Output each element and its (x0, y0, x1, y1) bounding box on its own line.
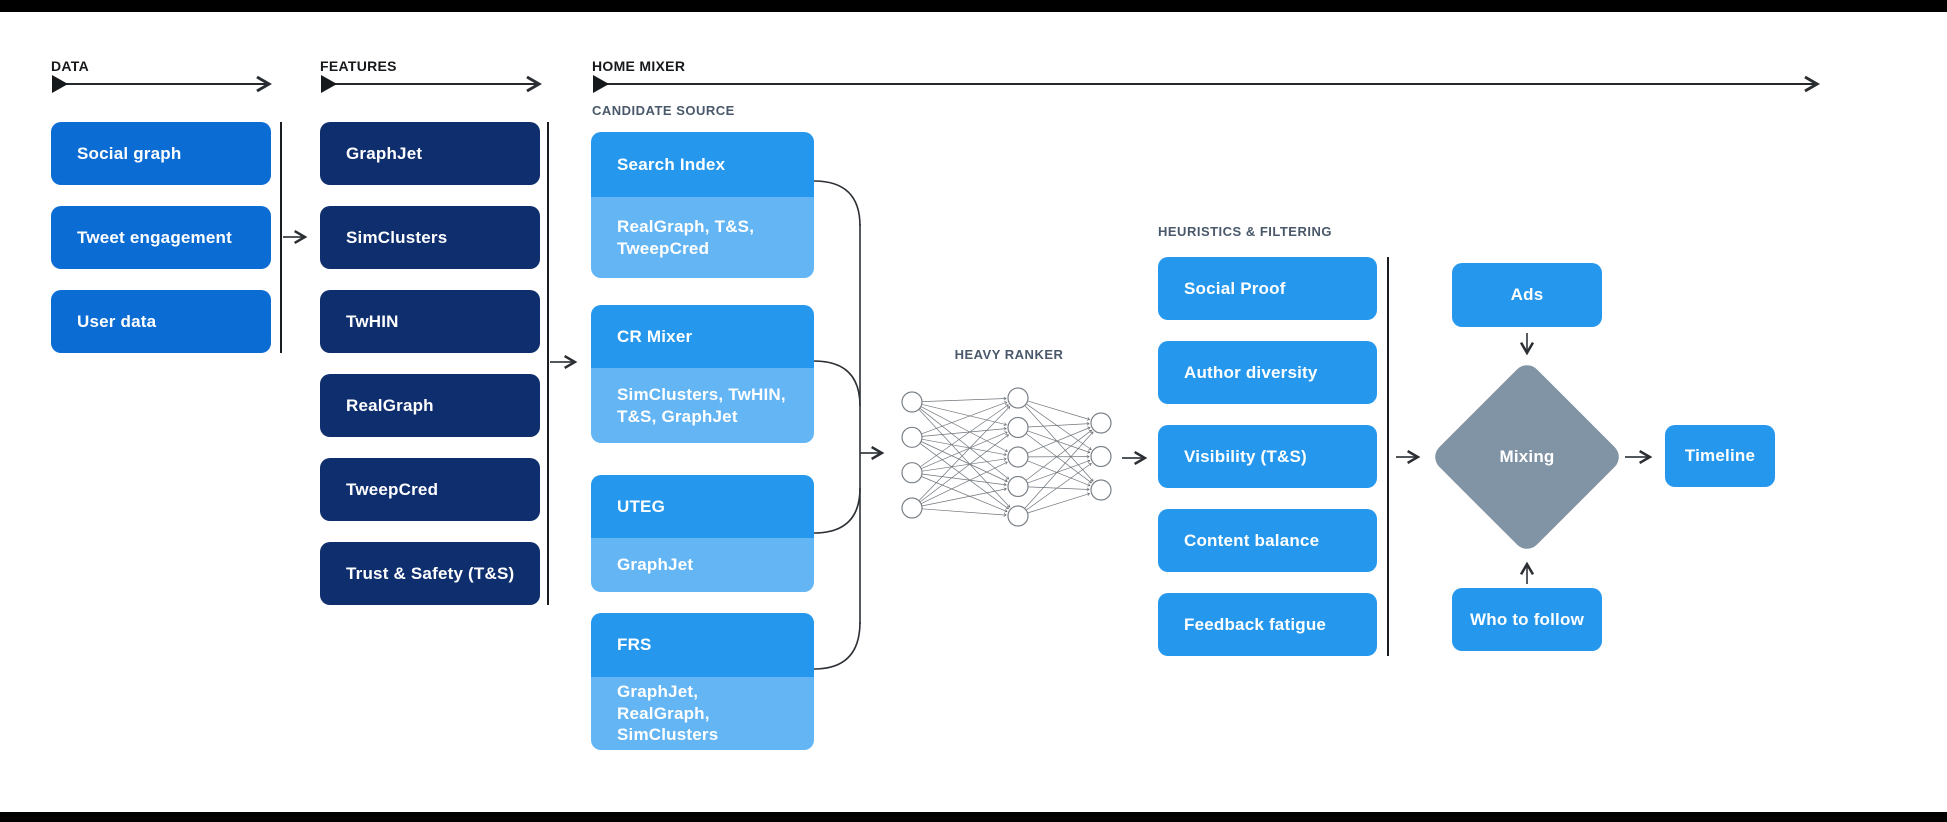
filter-box-social-proof: Social Proof (1158, 257, 1377, 320)
section-header-features: FEATURES (320, 58, 397, 74)
mixing-label: Mixing (1499, 447, 1555, 466)
ads-box: Ads (1452, 263, 1602, 327)
data-box-user-data: User data (51, 290, 271, 353)
candidate-source-inputs: SimClusters, TwHIN, T&S, GraphJet (591, 368, 814, 443)
candidate-source-name: UTEG (591, 475, 814, 538)
label-candidate-source: CANDIDATE SOURCE (592, 103, 735, 118)
candidate-source-inputs: GraphJet, RealGraph, SimClusters (591, 677, 814, 750)
candidate-source-name: CR Mixer (591, 305, 814, 368)
label-heavy-ranker: HEAVY RANKER (954, 347, 1064, 362)
top-black-bar (0, 0, 1947, 12)
timeline-box: Timeline (1665, 425, 1775, 487)
feature-box-trust-safety: Trust & Safety (T&S) (320, 542, 540, 605)
candidate-source-inputs: RealGraph, T&S, TweepCred (591, 197, 814, 278)
who-to-follow-box: Who to follow (1452, 588, 1602, 651)
filter-box-feedback-fatigue: Feedback fatigue (1158, 593, 1377, 656)
candidate-merge-curves (813, 180, 861, 670)
candidate-source-name: FRS (591, 613, 814, 677)
label-heuristics-filtering: HEURISTICS & FILTERING (1158, 224, 1332, 239)
section-header-home-mixer: HOME MIXER (592, 58, 686, 74)
feature-box-tweepcred: TweepCred (320, 458, 540, 521)
data-box-tweet-engagement: Tweet engagement (51, 206, 271, 269)
feature-box-graphjet: GraphJet (320, 122, 540, 185)
candidate-source-inputs: GraphJet (591, 538, 814, 592)
candidate-source-frs: FRS GraphJet, RealGraph, SimClusters (591, 613, 814, 750)
filter-box-author-diversity: Author diversity (1158, 341, 1377, 404)
neural-network-graphic (901, 387, 1112, 527)
mixing-diamond: Mixing (1429, 359, 1625, 555)
feature-box-simclusters: SimClusters (320, 206, 540, 269)
section-header-data: DATA (51, 58, 90, 74)
candidate-source-name: Search Index (591, 132, 814, 197)
data-box-social-graph: Social graph (51, 122, 271, 185)
filter-box-content-balance: Content balance (1158, 509, 1377, 572)
feature-box-realgraph: RealGraph (320, 374, 540, 437)
bottom-black-bar (0, 812, 1947, 822)
candidate-source-cr-mixer: CR Mixer SimClusters, TwHIN, T&S, GraphJ… (591, 305, 814, 443)
candidate-source-uteg: UTEG GraphJet (591, 475, 814, 592)
candidate-source-search-index: Search Index RealGraph, T&S, TweepCred (591, 132, 814, 278)
filter-box-visibility: Visibility (T&S) (1158, 425, 1377, 488)
feature-box-twhin: TwHIN (320, 290, 540, 353)
